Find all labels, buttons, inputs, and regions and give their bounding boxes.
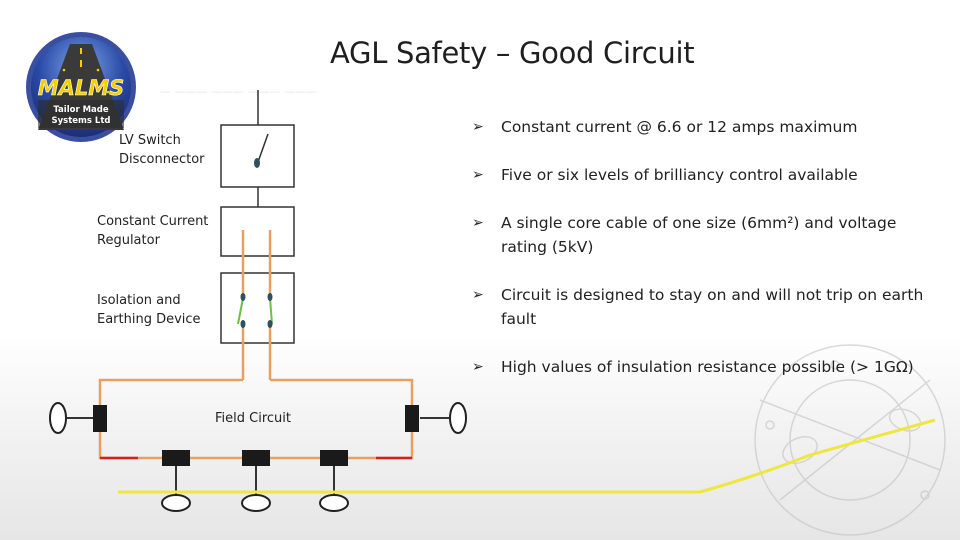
bullet-item: ➢ Circuit is designed to stay on and wil…	[472, 283, 932, 331]
label-ied-line1: Isolation and	[97, 293, 181, 308]
bullet-item: ➢ Five or six levels of brilliancy contr…	[472, 163, 932, 187]
malms-logo: MALMS Tailor Made Systems Ltd	[26, 32, 136, 142]
logo-subtitle-line1: Tailor Made	[53, 105, 109, 115]
slide-title: AGL Safety – Good Circuit	[330, 36, 695, 70]
transformer-icon	[405, 405, 419, 432]
svg-text:— ——— ——— ——— ———: — ——— ——— ——— ———	[160, 85, 317, 98]
earth-link-switches	[237, 293, 273, 328]
logo-wordmark: MALMS	[38, 76, 125, 100]
lamp-bottom-3	[319, 450, 349, 512]
bullet-text: A single core cable of one size (6mm²) a…	[501, 214, 897, 256]
bullet-item: ➢ Constant current @ 6.6 or 12 amps maxi…	[472, 115, 932, 139]
switch-symbol-icon	[254, 133, 269, 168]
label-ied-line2: Earthing Device	[97, 312, 201, 327]
label-ccr-line2: Regulator	[97, 233, 160, 248]
lamp-bottom-1	[161, 450, 191, 512]
transformer-icon	[93, 405, 107, 432]
transformer-icon	[242, 450, 270, 466]
transformer-icon	[320, 450, 348, 466]
label-ied: Isolation and Earthing Device	[97, 291, 201, 329]
lv-switch-disconnector	[220, 90, 295, 207]
bullet-text: Constant current @ 6.6 or 12 amps maximu…	[501, 118, 858, 136]
bullet-text: Five or six levels of brilliancy control…	[501, 166, 858, 184]
arrow-bullet-icon: ➢	[472, 119, 484, 135]
lamp-bottom-2	[241, 450, 271, 512]
lamp-left	[49, 402, 107, 434]
label-lv-switch-line1: LV Switch	[119, 133, 181, 148]
label-lv-switch: LV Switch Disconnector	[119, 131, 205, 169]
constant-current-regulator	[220, 206, 295, 257]
ground-cable	[118, 418, 936, 494]
bullet-text: Circuit is designed to stay on and will …	[501, 286, 924, 328]
background-fixture-sketch	[754, 344, 946, 536]
background-faint-text: — ——— ——— ——— ———	[160, 85, 317, 98]
arrow-bullet-icon: ➢	[472, 287, 484, 303]
bullet-item: ➢ High values of insulation resistance p…	[472, 355, 932, 379]
transformer-icon	[162, 450, 190, 466]
label-lv-switch-line2: Disconnector	[119, 152, 205, 167]
arrow-bullet-icon: ➢	[472, 167, 484, 183]
label-field-circuit: Field Circuit	[215, 411, 291, 426]
ccr-output-wires	[241, 230, 272, 256]
isolation-earthing-device	[220, 272, 295, 344]
bullet-item: ➢ A single core cable of one size (6mm²)…	[472, 211, 932, 259]
label-ccr-line1: Constant Current	[97, 214, 209, 229]
label-ccr: Constant Current Regulator	[97, 212, 208, 250]
logo-subtitle-line2: Systems Ltd	[52, 116, 111, 126]
ied-wiring	[241, 256, 272, 380]
bullet-text: High values of insulation resistance pos…	[501, 358, 914, 376]
arrow-bullet-icon: ➢	[472, 215, 484, 231]
lamp-right	[405, 402, 467, 434]
arrow-bullet-icon: ➢	[472, 359, 484, 375]
